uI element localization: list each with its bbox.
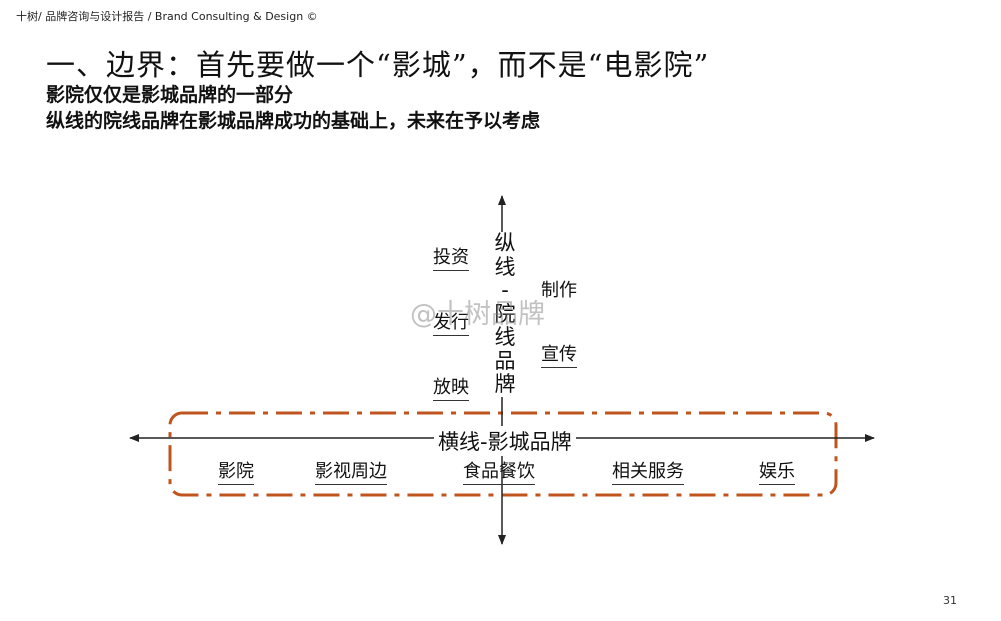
horizontal-item-food: 食品餐饮 [463, 457, 535, 485]
vertical-item-promotion: 宣传 [541, 340, 577, 368]
watermark: @十树品牌 [410, 299, 545, 330]
horizontal-item-film-merch: 影视周边 [315, 457, 387, 485]
horizontal-axis-label: 横线-影城品牌 [434, 426, 576, 456]
vertical-item-distribution: 发行 [433, 308, 469, 336]
vertical-item-screening: 放映 [433, 373, 469, 401]
page-title: 一、边界：首先要做一个“影城”，而不是“电影院” [46, 48, 710, 82]
vertical-item-investment: 投资 [433, 243, 469, 271]
horizontal-item-cinema: 影院 [218, 457, 254, 485]
horizontal-brand-box [168, 411, 838, 497]
vertical-axis-label: 纵 线 - 院 线 品 牌 [492, 231, 518, 397]
horizontal-item-entertainment: 娱乐 [759, 457, 795, 485]
subtitle-2: 纵线的院线品牌在影城品牌成功的基础上，未来在予以考虑 [46, 110, 541, 132]
header-text: 十树/ 品牌咨询与设计报告 / Brand Consulting & Desig… [16, 10, 318, 23]
subtitle-1: 影院仅仅是影城品牌的一部分 [46, 84, 294, 106]
horizontal-item-services: 相关服务 [612, 457, 684, 485]
vertical-item-production: 制作 [541, 280, 577, 301]
page-number: 31 [943, 594, 957, 607]
